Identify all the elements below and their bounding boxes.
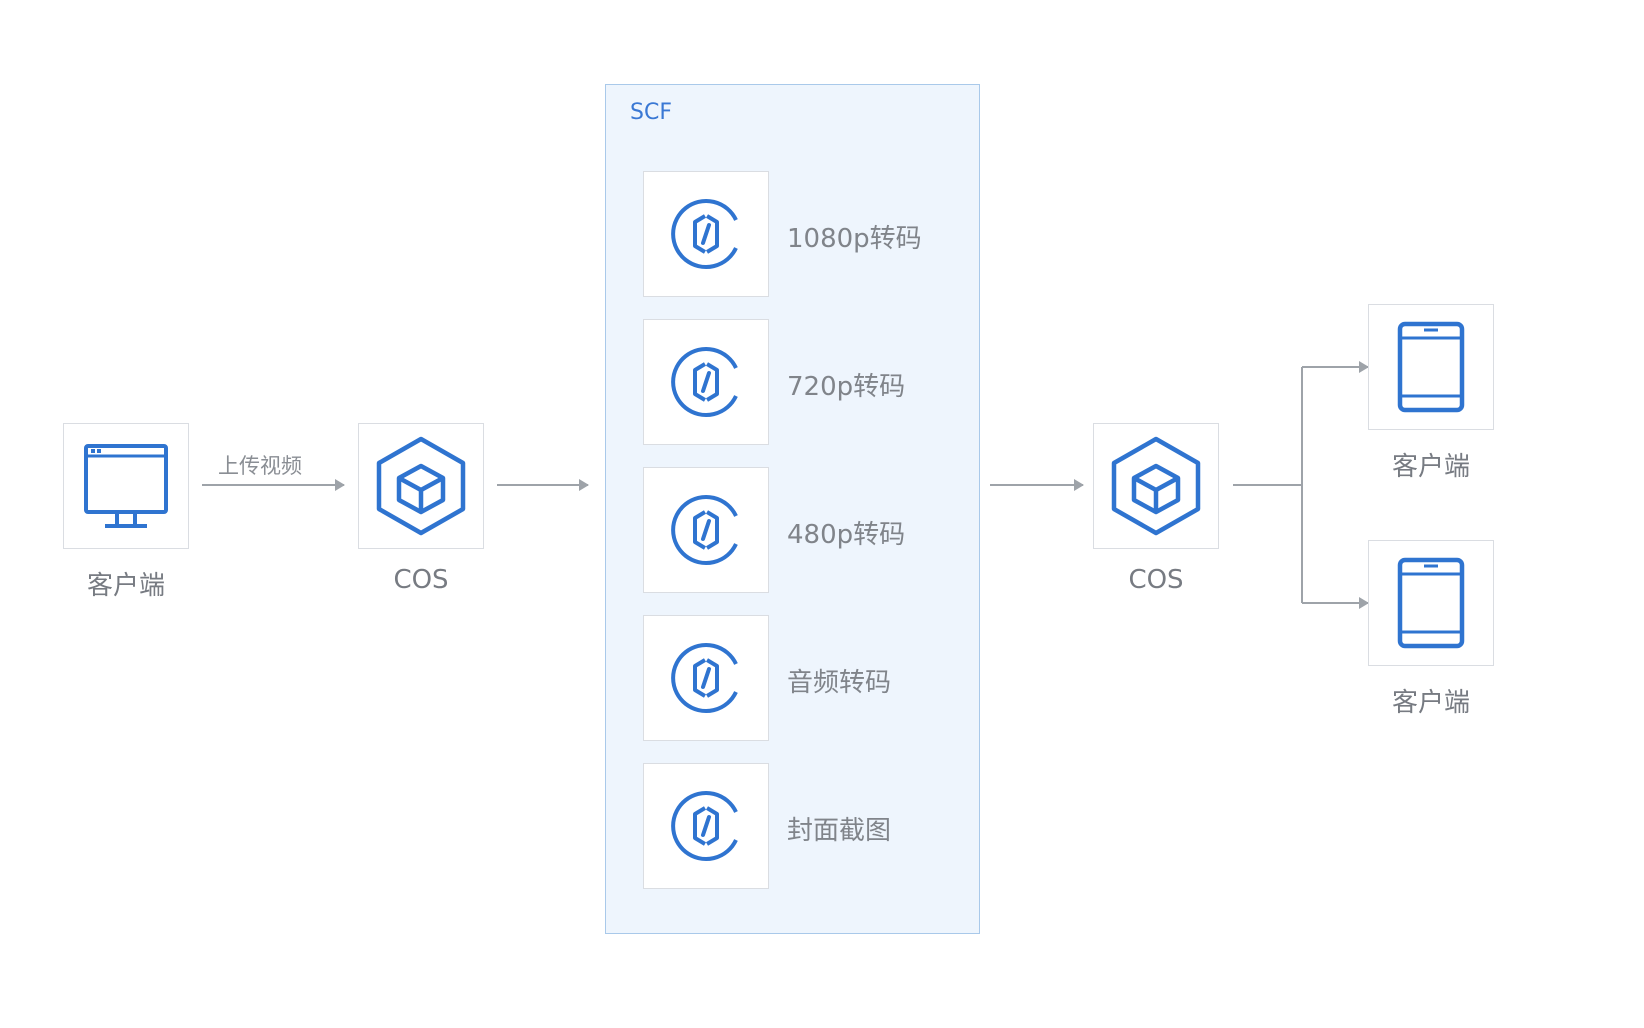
monitor-icon [84,444,168,528]
function-code-icon [671,791,738,861]
tablet-icon [1397,557,1465,649]
upload-video-label: 上传视频 [218,454,302,478]
function-label-480p: 480p转码 [787,520,906,550]
cos-input-node[interactable] [358,423,484,549]
cos-output-label: COS [1128,565,1184,595]
scf-function-1080p[interactable] [643,171,769,297]
scf-function-cover[interactable] [643,763,769,889]
cos-input-label: COS [393,565,449,595]
scf-function-480p[interactable] [643,467,769,593]
cube-hexagon-icon [1111,436,1201,536]
client-output-label-2: 客户端 [1391,688,1470,718]
client-output-node-2[interactable] [1368,540,1494,666]
cos-output-node[interactable] [1093,423,1219,549]
scf-function-720p[interactable] [643,319,769,445]
function-code-icon [671,199,738,269]
function-label-720p: 720p转码 [787,372,906,402]
function-label-cover: 封面截图 [787,816,892,846]
cube-hexagon-icon [376,436,466,536]
tablet-icon [1397,321,1465,413]
function-code-icon [671,643,738,713]
client-output-label-1: 客户端 [1391,452,1470,482]
function-label-audio: 音频转码 [787,668,892,698]
client-source-node[interactable] [63,423,189,549]
arrow-cos-to-clients [1233,367,1303,603]
function-code-icon [671,347,738,417]
function-label-1080p: 1080p转码 [787,224,922,254]
function-code-icon [671,495,738,565]
scf-function-audio[interactable] [643,615,769,741]
scf-title: SCF [630,100,672,125]
client-source-label: 客户端 [86,571,165,601]
client-output-node-1[interactable] [1368,304,1494,430]
